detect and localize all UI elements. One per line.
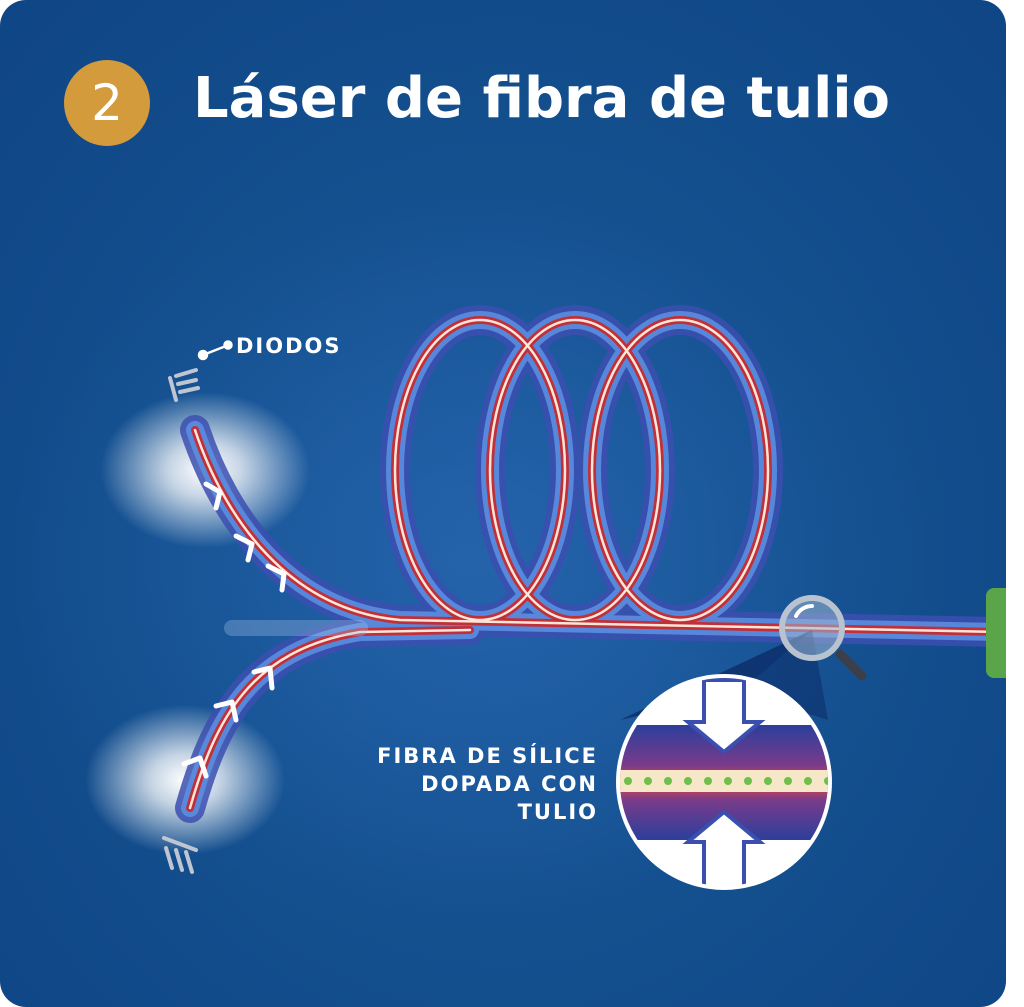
- output-coupler-icon: [986, 588, 1006, 678]
- diode-bottom-icon: [162, 836, 198, 874]
- arrow-icon: [251, 665, 275, 691]
- label-fibra-line-3: TULIO: [517, 800, 598, 824]
- step-number: 2: [91, 74, 123, 132]
- label-fibra: FIBRA DE SÍLICE DOPADA CON TULIO: [300, 742, 598, 826]
- arrow-icon: [203, 481, 223, 511]
- arrow-icon: [181, 755, 209, 779]
- label-fibra-line-2: DOPADA CON: [421, 772, 598, 796]
- page-title: Láser de fibra de tulio: [193, 66, 891, 131]
- magnifier-icon: [779, 595, 867, 681]
- diode-top-icon: [168, 368, 200, 402]
- step-badge: 2: [64, 60, 150, 146]
- arrow-icon: [213, 699, 239, 723]
- arrow-icon: [265, 563, 287, 593]
- arrow-icon: [233, 533, 255, 563]
- label-diodos: DIODOS: [236, 334, 342, 358]
- label-fibra-line-1: FIBRA DE SÍLICE: [377, 744, 598, 768]
- fiber-cross-section: [620, 678, 828, 886]
